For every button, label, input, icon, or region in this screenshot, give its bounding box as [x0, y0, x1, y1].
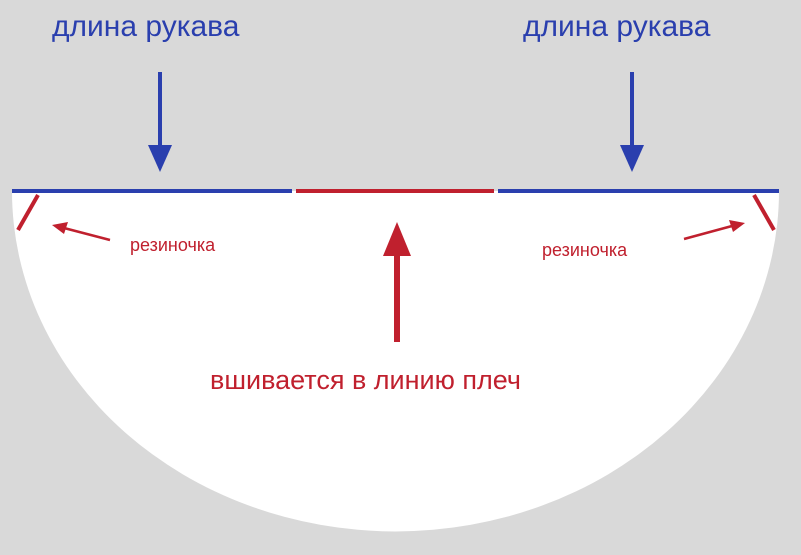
sleeve-length-label-right: длина рукава	[523, 10, 711, 43]
down-arrow-right-icon	[620, 72, 644, 172]
elastic-edge-left	[16, 194, 40, 231]
up-arrow-shoulder-icon	[383, 222, 411, 342]
arrow-to-elastic-right-icon	[683, 220, 745, 241]
arrow-to-elastic-left-icon	[52, 222, 111, 242]
down-arrow-left-icon	[148, 72, 172, 172]
semicircle-pattern-shape	[12, 191, 779, 532]
sleeve-length-label-left: длина рукава	[52, 10, 240, 43]
elastic-edge-right	[752, 194, 776, 231]
elastic-label-left: резиночка	[130, 235, 216, 255]
elastic-label-right: резиночка	[542, 240, 628, 260]
shoulder-line-label: вшивается в линию плеч	[210, 365, 521, 395]
